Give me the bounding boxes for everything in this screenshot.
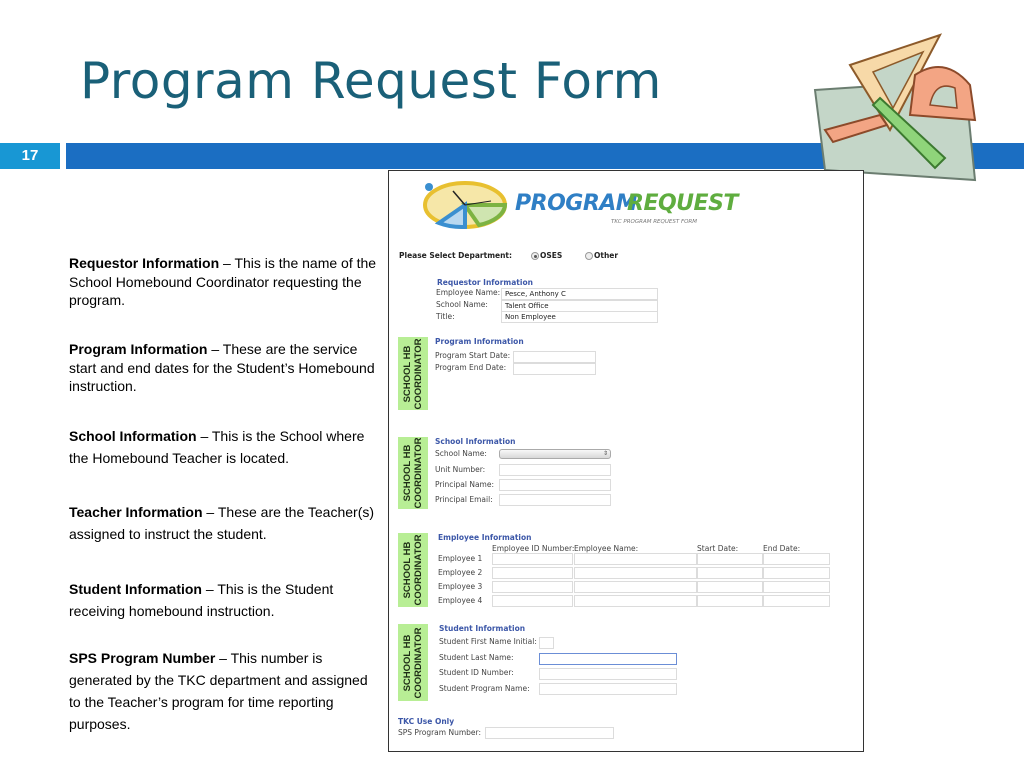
employee-3-name-input[interactable] — [574, 581, 697, 593]
employee-row-label: Employee 3 — [438, 582, 483, 591]
employee-name-input[interactable]: Pesce, Anthony C — [501, 288, 658, 300]
title-label: Title: — [436, 312, 455, 321]
employee-heading: Employee Information — [438, 533, 532, 542]
student-program-name-label: Student Program Name: — [439, 684, 530, 693]
program-end-label: Program End Date: — [435, 363, 507, 372]
description-requestor: Requestor Information – This is the name… — [69, 255, 377, 308]
employee-3-id-input[interactable] — [492, 581, 573, 593]
school-name-label: School Name: — [435, 449, 487, 458]
col-end-date: End Date: — [763, 544, 801, 553]
student-heading: Student Information — [439, 624, 526, 633]
col-start-date: Start Date: — [697, 544, 739, 553]
employee-1-id-input[interactable] — [492, 553, 573, 565]
student-last-name-input[interactable] — [539, 653, 677, 665]
select-arrows-icon: ⇕ — [602, 450, 608, 457]
principal-email-label: Principal Email: — [435, 495, 493, 504]
sps-program-number-input[interactable] — [485, 727, 614, 739]
employee-4-name-input[interactable] — [574, 595, 697, 607]
principal-name-label: Principal Name: — [435, 480, 494, 489]
employee-2-start-input[interactable] — [697, 567, 763, 579]
clock-icon — [423, 181, 508, 230]
program-end-input[interactable] — [513, 363, 596, 375]
employee-1-name-input[interactable] — [574, 553, 697, 565]
slide-number: 17 — [0, 143, 60, 169]
title-input[interactable]: Non Employee — [501, 311, 658, 323]
department-label: Please Select Department: — [399, 251, 513, 260]
employee-4-id-input[interactable] — [492, 595, 573, 607]
description-teacher: Teacher Information – These are the Teac… — [69, 504, 375, 542]
description-school: School Information – This is the School … — [69, 428, 365, 466]
employee-row-label: Employee 4 — [438, 596, 483, 605]
student-initial-input[interactable] — [539, 637, 554, 649]
unit-number-input[interactable] — [499, 464, 611, 476]
employee-3-start-input[interactable] — [697, 581, 763, 593]
school-name-label-requestor: School Name: — [436, 300, 488, 309]
employee-2-id-input[interactable] — [492, 567, 573, 579]
program-request-form-screenshot: PROGRAM REQUEST TKC PROGRAM REQUEST FORM… — [388, 170, 864, 752]
student-id-input[interactable] — [539, 668, 677, 680]
employee-3-end-input[interactable] — [763, 581, 830, 593]
employee-2-name-input[interactable] — [574, 567, 697, 579]
employee-row-label: Employee 1 — [438, 554, 483, 563]
description-sps-number: SPS Program Number – This number is gene… — [69, 650, 368, 732]
slide-title: Program Request Form — [80, 52, 662, 110]
unit-number-label: Unit Number: — [435, 465, 486, 474]
employee-4-end-input[interactable] — [763, 595, 830, 607]
student-last-name-label: Student Last Name: — [439, 653, 514, 662]
student-program-name-input[interactable] — [539, 683, 677, 695]
drafting-tools-icon — [813, 33, 977, 182]
logo-word-request: REQUEST — [627, 191, 738, 216]
description-program: Program Information – These are the serv… — [69, 341, 375, 394]
description-student: Student Information – This is the Studen… — [69, 581, 334, 619]
employee-1-end-input[interactable] — [763, 553, 830, 565]
logo-word-program: PROGRAM — [515, 191, 638, 216]
department-option-oses: OSES — [540, 251, 563, 260]
department-radio-oses[interactable] — [531, 252, 539, 260]
logo-subtitle: TKC PROGRAM REQUEST FORM — [611, 219, 697, 225]
department-radio-other[interactable] — [585, 252, 593, 260]
employee-2-end-input[interactable] — [763, 567, 830, 579]
student-id-label: Student ID Number: — [439, 668, 514, 677]
col-employee-name: Employee Name: — [574, 544, 639, 553]
school-name-select[interactable]: ⇕ — [499, 449, 611, 459]
col-employee-id: Employee ID Number: — [492, 544, 575, 553]
tkc-heading: TKC Use Only — [398, 717, 455, 726]
sps-program-number-label: SPS Program Number: — [398, 728, 481, 737]
employee-row-label: Employee 2 — [438, 568, 483, 577]
employee-4-start-input[interactable] — [697, 595, 763, 607]
principal-name-input[interactable] — [499, 479, 611, 491]
program-heading: Program Information — [435, 337, 524, 346]
employee-name-label: Employee Name: — [436, 288, 501, 297]
program-start-label: Program Start Date: — [435, 351, 511, 360]
student-initial-label: Student First Name Initial: — [439, 637, 537, 646]
school-heading: School Information — [435, 437, 516, 446]
department-option-other: Other — [594, 251, 619, 260]
principal-email-input[interactable] — [499, 494, 611, 506]
program-start-input[interactable] — [513, 351, 596, 363]
requestor-heading: Requestor Information — [437, 278, 533, 287]
employee-1-start-input[interactable] — [697, 553, 763, 565]
